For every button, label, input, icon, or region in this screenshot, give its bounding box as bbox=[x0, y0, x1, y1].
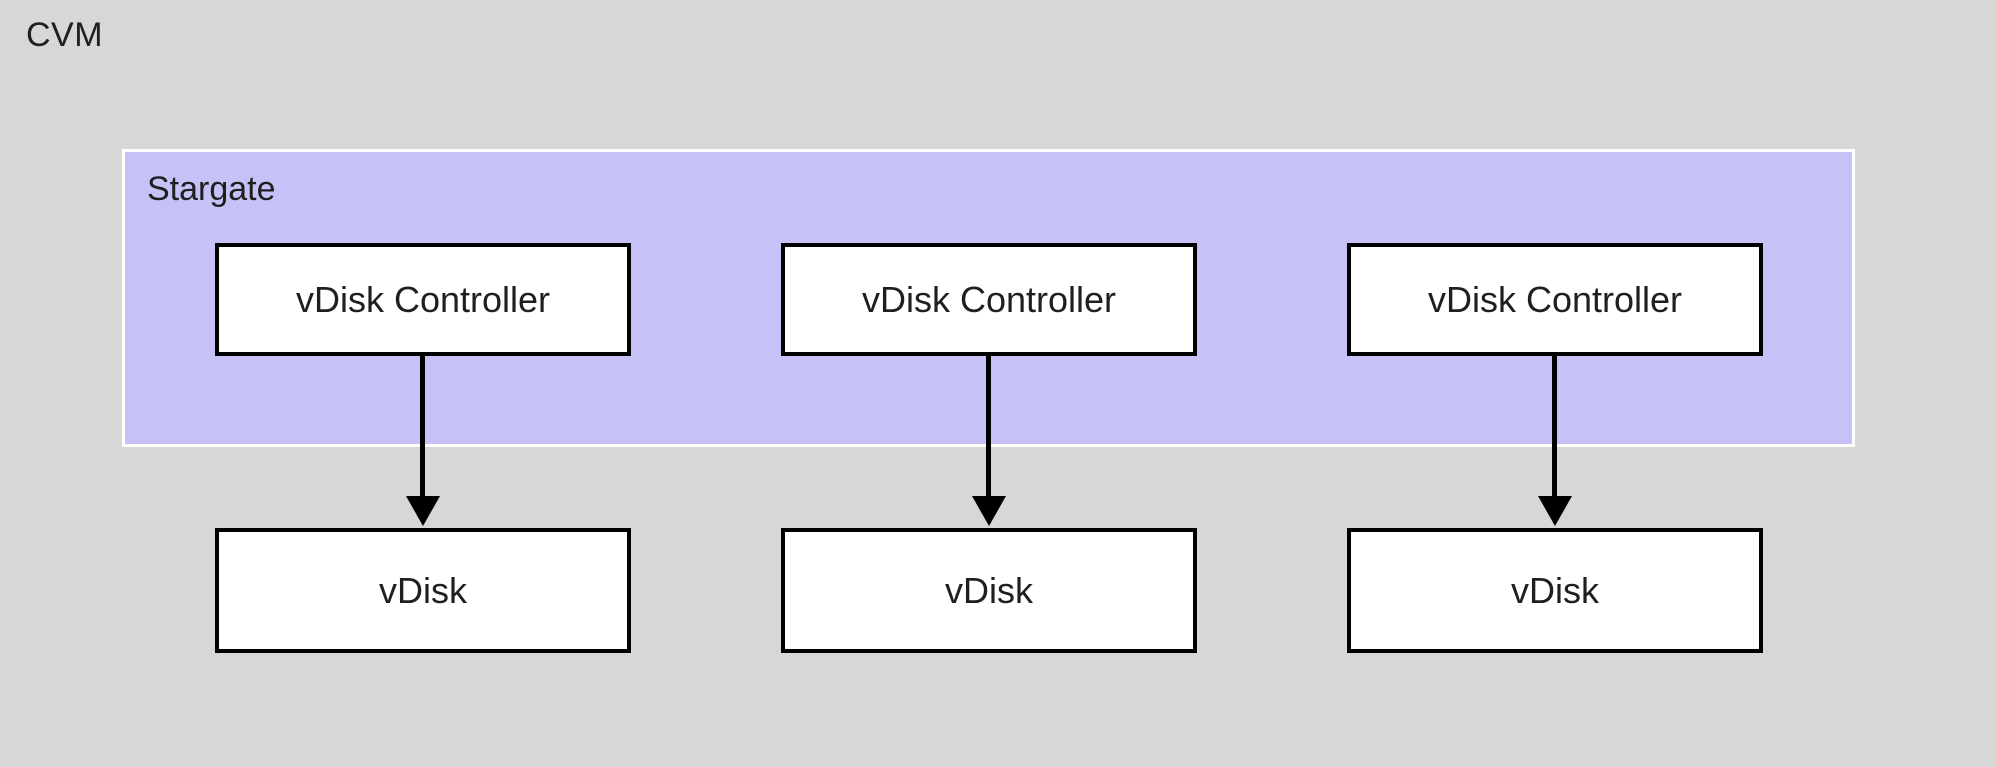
vdisk-controller-node: vDisk Controller bbox=[215, 243, 631, 356]
stargate-label: Stargate bbox=[147, 170, 276, 208]
vdisk-node: vDisk bbox=[215, 528, 631, 653]
arrow-head-icon bbox=[972, 496, 1006, 526]
vdisk-controller-node: vDisk Controller bbox=[1347, 243, 1763, 356]
vdisk-node: vDisk bbox=[1347, 528, 1763, 653]
arrow-head-icon bbox=[406, 496, 440, 526]
arrow-connector-line bbox=[986, 356, 991, 502]
arrow-head-icon bbox=[1538, 496, 1572, 526]
arrow-connector-line bbox=[1552, 356, 1557, 502]
arrow-connector-line bbox=[420, 356, 425, 502]
vdisk-controller-node: vDisk Controller bbox=[781, 243, 1197, 356]
cvm-label: CVM bbox=[26, 16, 104, 54]
vdisk-node: vDisk bbox=[781, 528, 1197, 653]
